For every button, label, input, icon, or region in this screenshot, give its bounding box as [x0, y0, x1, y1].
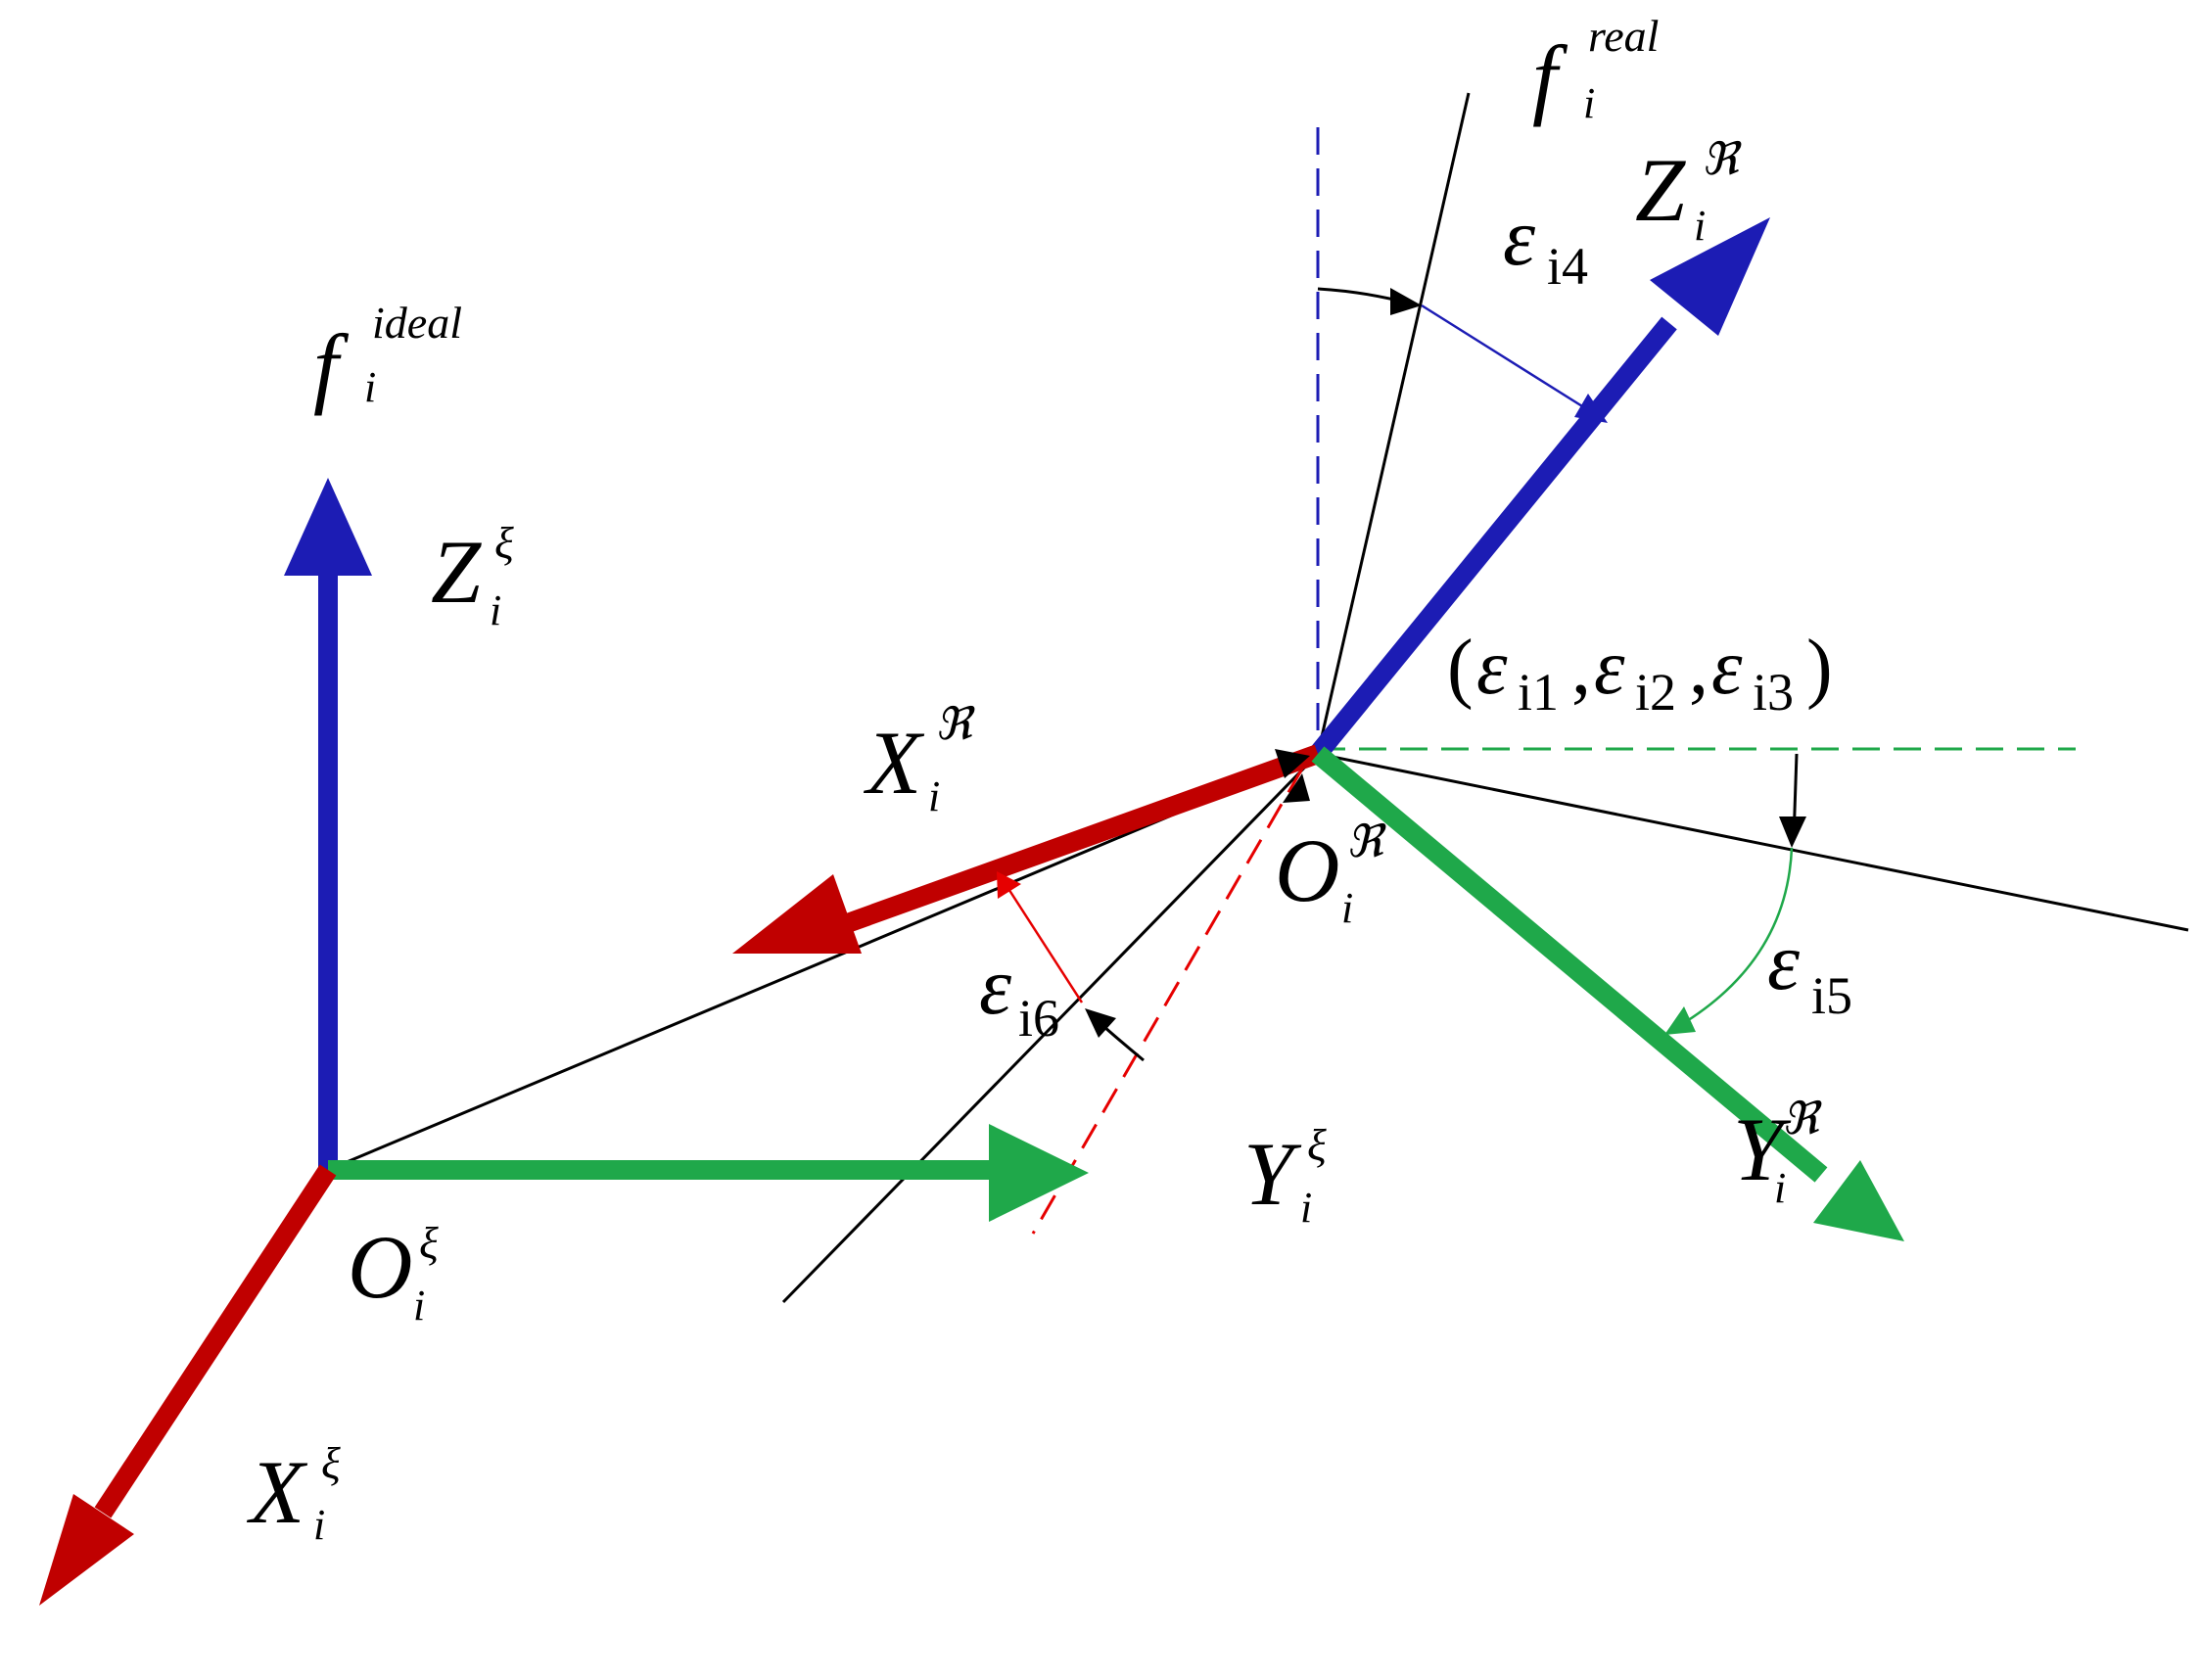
label-z-xi: Z i ξ: [431, 518, 514, 634]
guide-lines: [327, 92, 2189, 1304]
label-o-xi-sup: ξ: [419, 1218, 439, 1268]
label-eps-tuple: ( ε i1 , ε i2 , ε i3 ): [1447, 625, 1833, 722]
x-xi-arrowhead: [39, 1494, 134, 1606]
label-f-ideal-sup: ideal: [372, 298, 462, 348]
label-f-real-base: f: [1532, 27, 1568, 127]
label-eps5-sub: i5: [1811, 966, 1852, 1025]
z-r-axis: [1310, 316, 1677, 761]
x-xi-axis: [94, 1164, 337, 1518]
tuple-eps2: ε: [1594, 625, 1625, 711]
eps6-pointer-line: [1002, 880, 1084, 1003]
label-f-real-sub: i: [1583, 79, 1595, 127]
label-y-r-sub: i: [1774, 1164, 1786, 1212]
label-x-r-sub: i: [928, 772, 940, 820]
label-x-xi: X i ξ: [246, 1438, 341, 1549]
label-x-xi-sub: i: [313, 1501, 325, 1549]
label-o-r: O i ℜ: [1275, 817, 1387, 932]
label-z-r-sup: ℜ: [1702, 134, 1743, 184]
tuple-comma-2: ,: [1689, 625, 1709, 711]
label-z-xi-sup: ξ: [494, 518, 514, 568]
label-eps4-base: ε: [1503, 192, 1536, 283]
label-o-r-sup: ℜ: [1346, 817, 1387, 866]
eps4-angle-arrowhead: [1390, 288, 1422, 315]
eps4-pointer-line: [1421, 303, 1599, 418]
label-f-real-sup: real: [1588, 11, 1659, 61]
y-r-arrowhead: [1813, 1160, 1904, 1241]
label-eps5-base: ε: [1767, 916, 1801, 1007]
label-x-xi-base: X: [246, 1442, 308, 1542]
label-x-xi-sup: ξ: [321, 1438, 341, 1488]
y-real-projected-line: [1317, 752, 2189, 932]
label-o-r-base: O: [1275, 820, 1339, 920]
tuple-open-paren: (: [1447, 625, 1474, 711]
eps5-angle-arc: [1671, 847, 1794, 1032]
label-y-xi-base: Y: [1243, 1124, 1302, 1224]
label-eps6-sub: i6: [1018, 989, 1059, 1048]
label-x-r-base: X: [863, 713, 925, 813]
eps6-angle-arrowhead: [1085, 1008, 1116, 1038]
label-f-real: f i real: [1532, 11, 1659, 127]
tuple-eps1-sub: i1: [1518, 663, 1559, 722]
label-z-r-base: Z: [1635, 140, 1686, 240]
label-eps4-sub: i4: [1547, 237, 1588, 296]
label-y-xi-sup: ξ: [1307, 1120, 1327, 1170]
tuple-close-paren: ): [1806, 625, 1833, 711]
label-eps4: ε i4: [1503, 192, 1588, 296]
origin-guide-arrowhead: [1275, 749, 1310, 778]
label-y-xi-sub: i: [1300, 1184, 1312, 1232]
label-f-ideal-base: f: [313, 316, 350, 416]
label-eps6-base: ε: [979, 941, 1012, 1032]
ideal-frame: [39, 478, 1089, 1606]
z-xi-arrowhead: [284, 478, 372, 576]
label-x-r-sup: ℜ: [935, 699, 976, 749]
tuple-eps1: ε: [1476, 625, 1508, 711]
label-y-xi: Y i ξ: [1243, 1120, 1327, 1232]
f-real-axis-line: [1316, 92, 1471, 755]
x-guide-arrowhead: [1283, 773, 1310, 803]
label-f-ideal-sub: i: [364, 363, 376, 411]
eps6-pointer-arrowhead: [997, 871, 1021, 899]
x-real-guide-line: [781, 752, 1320, 1304]
label-z-r: Z i ℜ: [1635, 134, 1743, 250]
label-eps6: ε i6: [979, 941, 1059, 1048]
label-y-r-base: Y: [1733, 1099, 1792, 1199]
y-r-axis: [1311, 746, 1828, 1183]
eps5-angle-arrowhead: [1664, 1006, 1696, 1035]
x-r-axis: [838, 744, 1322, 935]
x-r-arrowhead: [732, 874, 862, 954]
tuple-comma-1: ,: [1571, 625, 1591, 711]
label-eps5: ε i5: [1767, 916, 1852, 1025]
x-ideal-reference-dashed: [1031, 768, 1304, 1235]
tuple-eps3-sub: i3: [1753, 663, 1794, 722]
label-o-xi: O i ξ: [348, 1217, 439, 1330]
label-y-r-sup: ℜ: [1782, 1094, 1823, 1143]
tuple-eps2-sub: i2: [1635, 663, 1676, 722]
z-r-arrowhead: [1650, 217, 1770, 336]
tuple-eps3: ε: [1711, 625, 1743, 711]
eps5-tick-arrowhead: [1779, 817, 1806, 848]
eps4-pointer-arrowhead: [1574, 394, 1608, 423]
label-o-xi-sub: i: [413, 1282, 425, 1330]
label-o-r-sub: i: [1341, 884, 1353, 932]
label-z-r-sub: i: [1694, 202, 1706, 250]
y-xi-arrowhead: [989, 1124, 1089, 1222]
label-y-r: Y i ℜ: [1733, 1094, 1823, 1212]
label-x-r: X i ℜ: [863, 699, 976, 820]
real-frame: [732, 217, 1904, 1241]
label-o-xi-base: O: [348, 1217, 412, 1317]
label-z-xi-base: Z: [431, 522, 482, 622]
label-f-ideal: f i ideal: [313, 298, 462, 416]
label-z-xi-sub: i: [490, 586, 501, 634]
